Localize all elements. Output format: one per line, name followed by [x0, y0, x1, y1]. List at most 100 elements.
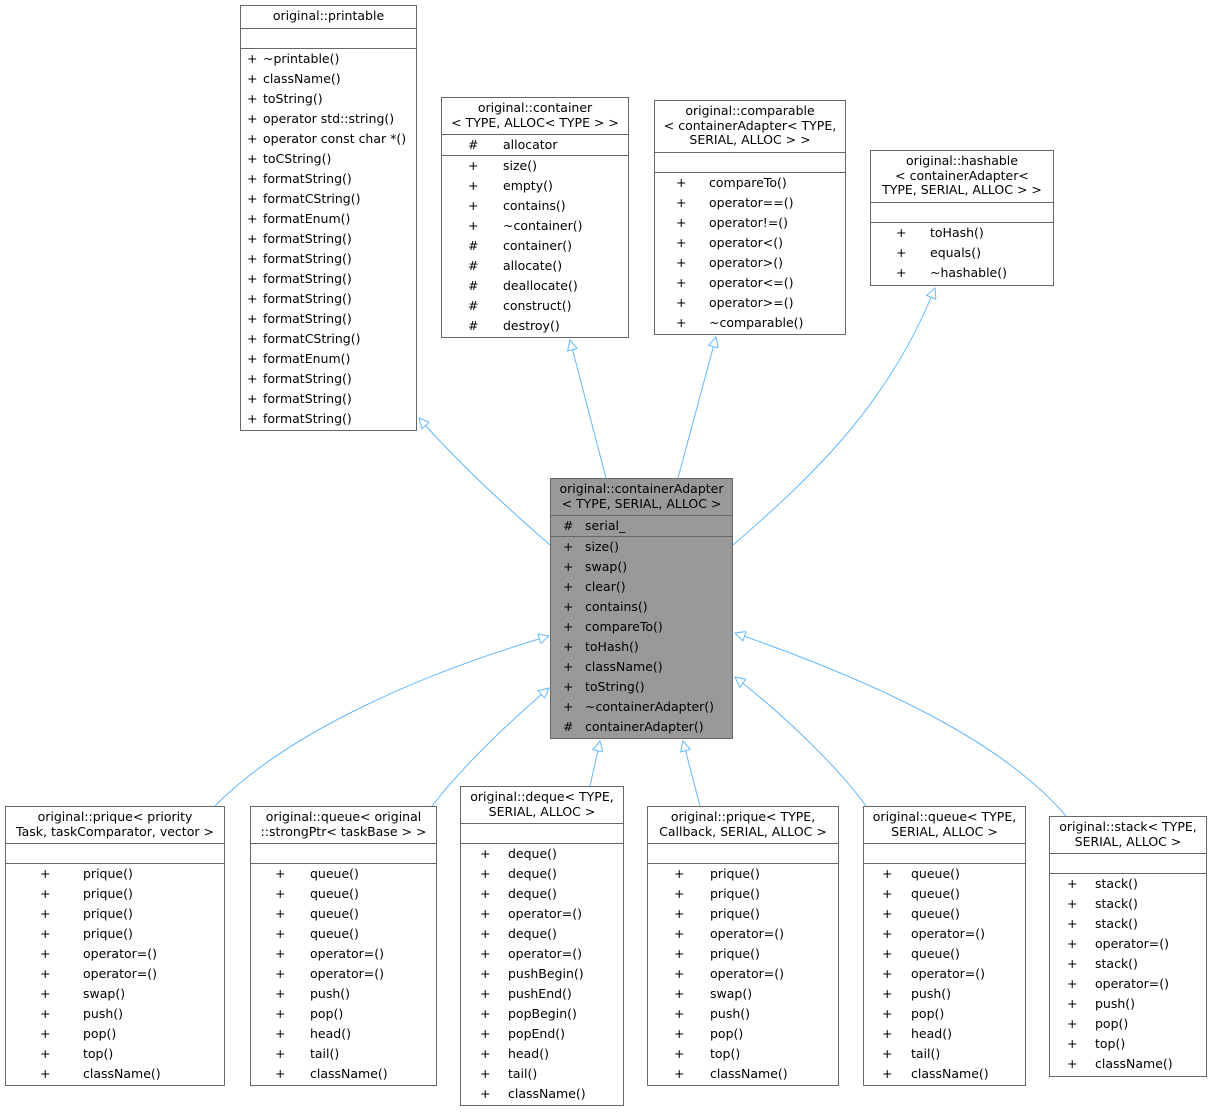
method-row[interactable]: +~container() — [442, 216, 628, 236]
method-row[interactable]: +toHash() — [871, 223, 1053, 243]
method-row[interactable]: +className() — [648, 1064, 838, 1084]
method-row[interactable]: +push() — [648, 1004, 838, 1024]
class-box-stack[interactable]: original::stack< TYPE,SERIAL, ALLOC >+st… — [1049, 816, 1207, 1077]
method-row[interactable]: +pushBegin() — [461, 964, 623, 984]
method-row[interactable]: #destroy() — [442, 316, 628, 336]
method-row[interactable]: +operator=() — [461, 904, 623, 924]
method-row[interactable]: +operator>=() — [655, 293, 845, 313]
method-row[interactable]: +tail() — [461, 1064, 623, 1084]
method-row[interactable]: +formatString() — [241, 169, 416, 189]
method-row[interactable]: #deallocate() — [442, 276, 628, 296]
method-row[interactable]: +operator const char *() — [241, 129, 416, 149]
method-row[interactable]: +clear() — [551, 577, 732, 597]
method-row[interactable]: +className() — [1050, 1054, 1206, 1074]
method-row[interactable]: +head() — [251, 1024, 436, 1044]
method-row[interactable]: +operator=() — [864, 924, 1025, 944]
method-row[interactable]: +queue() — [251, 904, 436, 924]
method-row[interactable]: +toString() — [551, 677, 732, 697]
method-row[interactable]: +queue() — [864, 944, 1025, 964]
method-row[interactable]: +operator<() — [655, 233, 845, 253]
method-row[interactable]: +~containerAdapter() — [551, 697, 732, 717]
method-row[interactable]: +contains() — [551, 597, 732, 617]
method-row[interactable]: +stack() — [1050, 874, 1206, 894]
method-row[interactable]: +deque() — [461, 924, 623, 944]
method-row[interactable]: +queue() — [251, 924, 436, 944]
method-row[interactable]: +queue() — [251, 864, 436, 884]
method-row[interactable]: +empty() — [442, 176, 628, 196]
method-row[interactable]: +operator=() — [6, 964, 224, 984]
method-row[interactable]: +operator=() — [648, 964, 838, 984]
method-row[interactable]: +formatEnum() — [241, 209, 416, 229]
class-box-hashable[interactable]: original::hashable< containerAdapter<TYP… — [870, 150, 1054, 286]
method-row[interactable]: +top() — [6, 1044, 224, 1064]
method-row[interactable]: +~comparable() — [655, 313, 845, 333]
method-row[interactable]: +queue() — [864, 864, 1025, 884]
method-row[interactable]: +className() — [6, 1064, 224, 1084]
method-row[interactable]: +queue() — [864, 884, 1025, 904]
method-row[interactable]: +formatString() — [241, 309, 416, 329]
method-row[interactable]: +prique() — [6, 884, 224, 904]
method-row[interactable]: +className() — [864, 1064, 1025, 1084]
method-row[interactable]: +operator!=() — [655, 213, 845, 233]
method-row[interactable]: +tail() — [251, 1044, 436, 1064]
method-row[interactable]: +stack() — [1050, 894, 1206, 914]
method-row[interactable]: +head() — [864, 1024, 1025, 1044]
method-row[interactable]: +compareTo() — [551, 617, 732, 637]
method-row[interactable]: +push() — [251, 984, 436, 1004]
class-box-prique2[interactable]: original::prique< TYPE,Callback, SERIAL,… — [647, 806, 839, 1086]
method-row[interactable]: +prique() — [6, 864, 224, 884]
method-row[interactable]: +className() — [461, 1084, 623, 1104]
method-row[interactable]: +top() — [1050, 1034, 1206, 1054]
method-row[interactable]: +formatString() — [241, 249, 416, 269]
method-row[interactable]: +prique() — [648, 904, 838, 924]
method-row[interactable]: +prique() — [648, 944, 838, 964]
method-row[interactable]: +operator=() — [251, 944, 436, 964]
method-row[interactable]: +operator=() — [864, 964, 1025, 984]
method-row[interactable]: +push() — [864, 984, 1025, 1004]
class-box-container[interactable]: original::container< TYPE, ALLOC< TYPE >… — [441, 97, 629, 338]
method-row[interactable]: +pop() — [864, 1004, 1025, 1024]
method-row[interactable]: +prique() — [6, 904, 224, 924]
method-row[interactable]: +deque() — [461, 884, 623, 904]
method-row[interactable]: +deque() — [461, 864, 623, 884]
method-row[interactable]: #containerAdapter() — [551, 717, 732, 737]
method-row[interactable]: +operator=() — [1050, 934, 1206, 954]
method-row[interactable]: +push() — [1050, 994, 1206, 1014]
class-box-containerAdapter[interactable]: original::containerAdapter< TYPE, SERIAL… — [550, 478, 733, 739]
attribute-row[interactable]: #serial_ — [551, 516, 732, 536]
method-row[interactable]: +toString() — [241, 89, 416, 109]
method-row[interactable]: +formatString() — [241, 369, 416, 389]
class-box-printable[interactable]: original::printable+~printable()+classNa… — [240, 5, 417, 431]
method-row[interactable]: +swap() — [648, 984, 838, 1004]
method-row[interactable]: +formatString() — [241, 229, 416, 249]
method-row[interactable]: +operator=() — [6, 944, 224, 964]
method-row[interactable]: +formatCString() — [241, 189, 416, 209]
method-row[interactable]: +stack() — [1050, 954, 1206, 974]
method-row[interactable]: +operator=() — [461, 944, 623, 964]
method-row[interactable]: +head() — [461, 1044, 623, 1064]
method-row[interactable]: +equals() — [871, 243, 1053, 263]
method-row[interactable]: +operator<=() — [655, 273, 845, 293]
method-row[interactable]: +prique() — [6, 924, 224, 944]
attribute-row[interactable]: #allocator — [442, 135, 628, 155]
method-row[interactable]: +prique() — [648, 864, 838, 884]
method-row[interactable]: +tail() — [864, 1044, 1025, 1064]
method-row[interactable]: +operator=() — [1050, 974, 1206, 994]
method-row[interactable]: +operator==() — [655, 193, 845, 213]
method-row[interactable]: +deque() — [461, 844, 623, 864]
method-row[interactable]: +prique() — [648, 884, 838, 904]
method-row[interactable]: +formatString() — [241, 289, 416, 309]
class-box-queue2[interactable]: original::queue< TYPE,SERIAL, ALLOC >+qu… — [863, 806, 1026, 1086]
method-row[interactable]: +swap() — [551, 557, 732, 577]
method-row[interactable]: +pushEnd() — [461, 984, 623, 1004]
method-row[interactable]: +operator std::string() — [241, 109, 416, 129]
method-row[interactable]: +popBegin() — [461, 1004, 623, 1024]
method-row[interactable]: +toHash() — [551, 637, 732, 657]
method-row[interactable]: +operator>() — [655, 253, 845, 273]
method-row[interactable]: #allocate() — [442, 256, 628, 276]
method-row[interactable]: +className() — [551, 657, 732, 677]
method-row[interactable]: +~hashable() — [871, 263, 1053, 283]
method-row[interactable]: +operator=() — [648, 924, 838, 944]
method-row[interactable]: #construct() — [442, 296, 628, 316]
